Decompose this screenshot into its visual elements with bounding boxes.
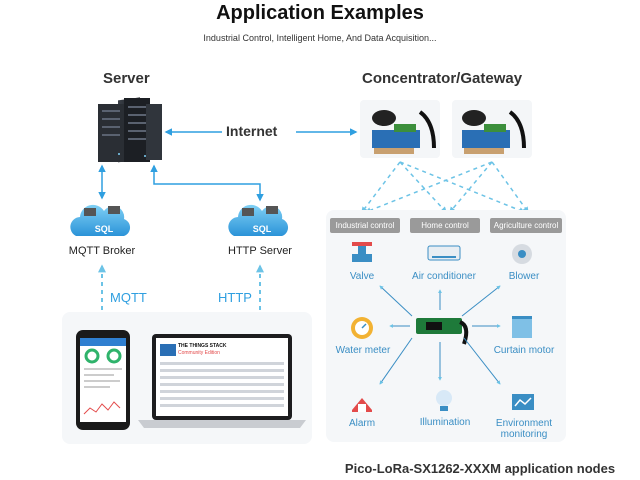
blower-icon: [512, 244, 532, 264]
gateway-icon-1: [360, 100, 440, 158]
http-server-label: HTTP Server: [228, 245, 292, 257]
gateway-icon-2: [452, 100, 532, 158]
tab-agriculture-control: Agriculture control: [490, 218, 562, 233]
water-meter-icon: [351, 317, 373, 339]
mqtt-protocol-label: MQTT: [110, 290, 147, 305]
alarm-icon: [352, 398, 372, 412]
device-curtain-motor-label: Curtain motor: [493, 345, 555, 356]
laptop-brand: THE THINGS STACK: [178, 343, 227, 349]
device-environment-line1: Environment: [495, 418, 553, 429]
device-air-conditioner-label: Air conditioner: [412, 271, 476, 282]
gateway-label: Concentrator/Gateway: [362, 70, 523, 87]
device-environment-line2: monitoring: [500, 429, 548, 440]
laptop-icon: [138, 334, 306, 428]
device-water-meter-label: Water meter: [335, 345, 391, 356]
illumination-icon: [436, 390, 452, 411]
mqtt-cloud-icon: SQL: [70, 204, 131, 236]
device-blower-label: Blower: [508, 271, 540, 282]
server-icon: [98, 97, 162, 163]
air-conditioner-icon: [427, 245, 461, 261]
device-illumination-label: Illumination: [419, 417, 471, 428]
tab-industrial-control: Industrial control: [330, 218, 400, 233]
device-valve-label: Valve: [349, 271, 375, 282]
curtain-motor-icon: [512, 316, 532, 338]
internet-label: Internet: [226, 123, 278, 139]
application-nodes-caption: Pico-LoRa-SX1262-XXXM application nodes: [344, 461, 616, 476]
laptop-edition: Community Edition: [178, 350, 220, 356]
http-cloud-icon: SQL: [228, 204, 289, 236]
svg-text:SQL: SQL: [253, 224, 272, 234]
http-protocol-label: HTTP: [218, 290, 252, 305]
server-label: Server: [103, 70, 150, 87]
tab-home-control: Home control: [410, 218, 480, 233]
phone-icon: [76, 330, 130, 430]
lora-board-icon: [416, 318, 469, 345]
device-alarm-label: Alarm: [348, 418, 376, 429]
mqtt-broker-label: MQTT Broker: [68, 245, 136, 257]
svg-text:SQL: SQL: [95, 224, 114, 234]
environment-monitoring-icon: [512, 394, 534, 410]
valve-icon: [352, 242, 372, 262]
device-environment-monitoring-label: Environment monitoring: [488, 418, 560, 440]
page-subtitle: Industrial Control, Intelligent Home, An…: [203, 33, 437, 43]
page-title: Application Examples: [216, 2, 424, 24]
